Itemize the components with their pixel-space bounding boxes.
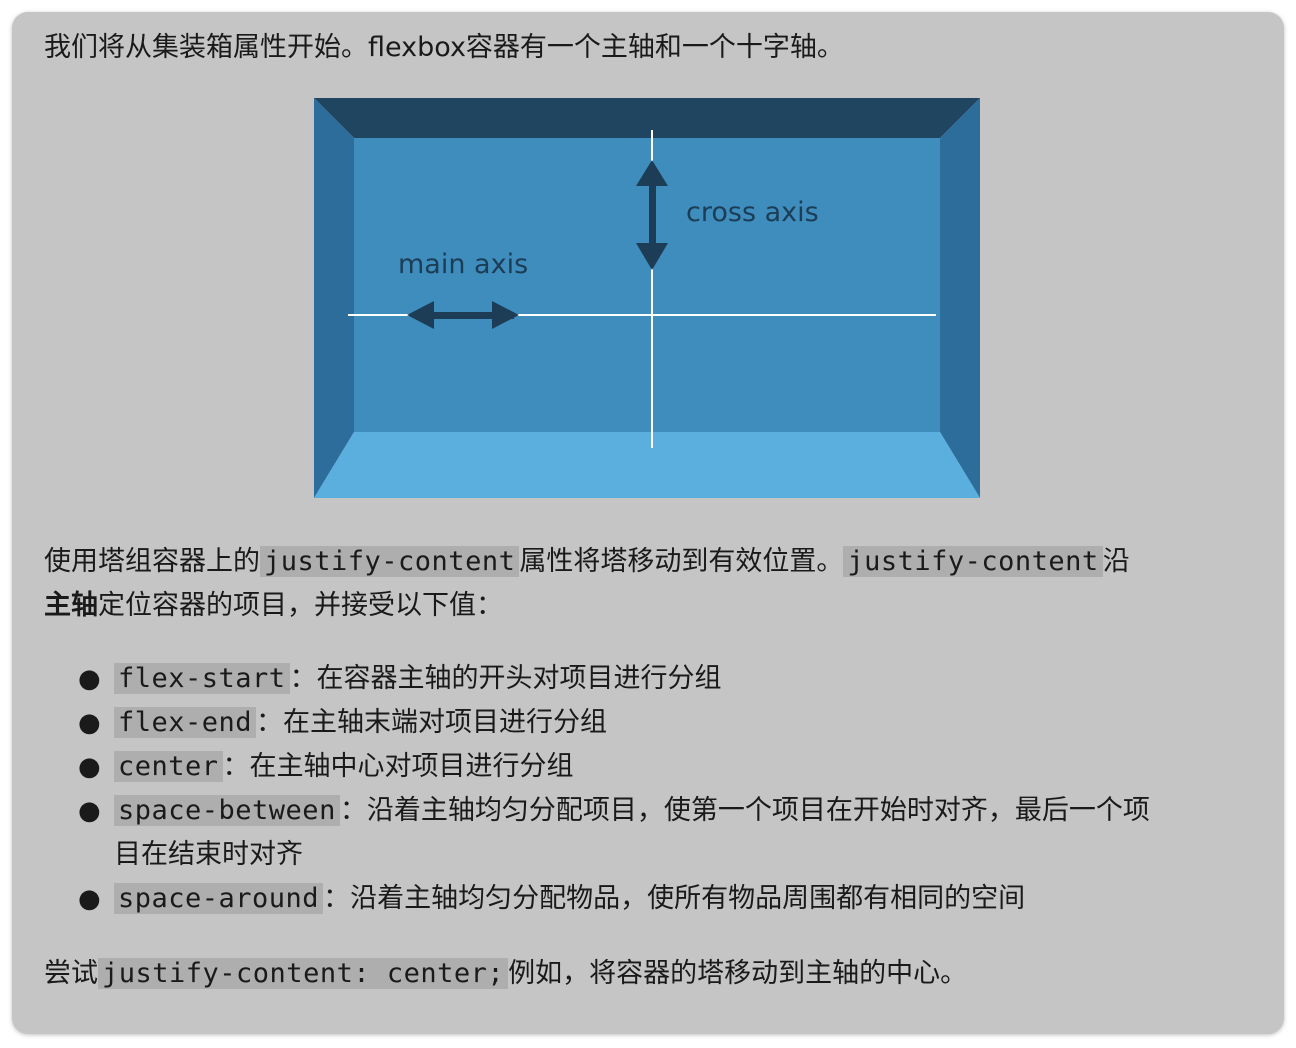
- content-card: 我们将从集装箱属性开始。flexbox容器有一个主轴和一个十字轴。 cross …: [12, 12, 1284, 1034]
- main-axis-label: main axis: [398, 249, 528, 280]
- bullet-icon: ●: [78, 796, 101, 826]
- bullet-icon: ●: [78, 708, 101, 738]
- main-axis-arrow-icon: [407, 301, 519, 329]
- code-value: space-around: [114, 883, 324, 914]
- diagram-inner-panel: [354, 138, 940, 432]
- code-value: flex-start: [114, 663, 290, 694]
- diagram-left-bevel: [314, 98, 354, 498]
- intro-text: 我们将从集装箱属性开始。flexbox容器有一个主轴和一个十字轴。: [44, 32, 844, 63]
- bullet-icon: ●: [78, 752, 101, 782]
- cross-axis-label: cross axis: [686, 197, 819, 228]
- bullet-icon: ●: [78, 884, 101, 914]
- diagram-bottom-bevel: [314, 432, 980, 498]
- diagram-top-bevel: [314, 98, 980, 138]
- code-justify-content-2: justify-content: [843, 546, 1103, 577]
- code-value: space-between: [114, 795, 340, 826]
- justify-intro-line2: 主轴定位容器的项目，并接受以下值：: [44, 590, 503, 621]
- flex-axis-diagram: cross axis main axis: [314, 98, 980, 498]
- code-value: flex-end: [114, 707, 257, 738]
- main-axis-bold: 主轴: [44, 590, 98, 621]
- diagram-right-bevel: [940, 98, 980, 498]
- code-justify-content: justify-content: [260, 546, 520, 577]
- code-justify-center: justify-content: center;: [98, 958, 509, 989]
- bullet-icon: ●: [78, 664, 101, 694]
- cross-axis-arrow-icon: [636, 160, 668, 270]
- code-value: center: [114, 751, 223, 782]
